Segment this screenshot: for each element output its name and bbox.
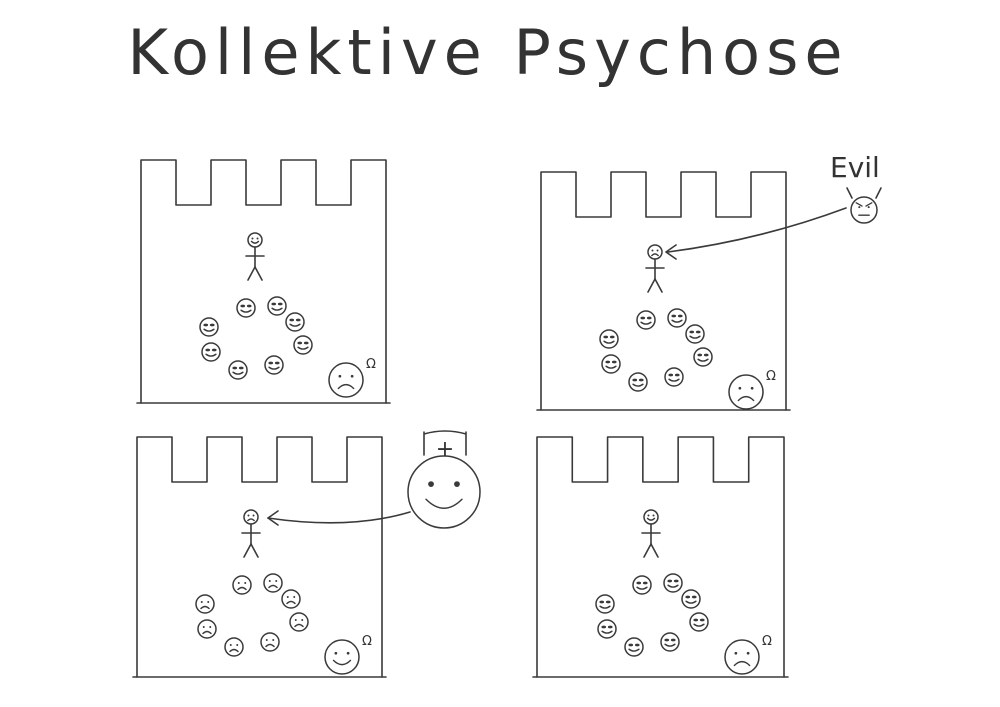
leader-figure xyxy=(645,244,665,293)
evil-face-icon xyxy=(850,196,878,224)
leader-head-icon xyxy=(247,232,263,248)
arrowhead xyxy=(267,510,279,526)
omega-label: Ω xyxy=(366,357,376,372)
panel-top-left: Ω xyxy=(136,159,391,404)
crowd-face-icon xyxy=(195,594,215,614)
crowd-face-icon xyxy=(681,589,701,609)
castle-top-right xyxy=(536,171,791,411)
crowd-face-icon xyxy=(197,619,217,639)
crowd-face-icon xyxy=(601,354,621,374)
crowd-face-icon xyxy=(232,575,252,595)
omega-label: Ω xyxy=(766,369,776,384)
crowd-face-icon xyxy=(201,342,221,362)
leader-figure xyxy=(641,509,661,558)
leader-figure xyxy=(245,232,265,281)
evil-horns xyxy=(846,187,882,199)
crowd-group xyxy=(599,308,713,392)
crowd-face-icon xyxy=(260,632,280,652)
leader-figure xyxy=(241,509,261,558)
plus-flag xyxy=(423,430,467,456)
crowd-face-icon xyxy=(636,310,656,330)
observer-face-icon xyxy=(324,639,360,675)
crowd-face-icon xyxy=(693,347,713,367)
crowd-face-icon xyxy=(667,308,687,328)
crowd-face-icon xyxy=(624,637,644,657)
observer-face-icon xyxy=(328,362,364,398)
crowd-group xyxy=(199,296,313,380)
crowd-group xyxy=(595,573,709,657)
panel-bottom-left: Ω+ xyxy=(132,430,481,678)
crowd-face-icon xyxy=(689,612,709,632)
influence-arrow xyxy=(267,511,411,524)
castle-bottom-left xyxy=(132,436,387,678)
castle-wall xyxy=(536,436,785,678)
castle-top-left xyxy=(136,159,391,404)
influence-arrow xyxy=(667,207,847,253)
castle-wall xyxy=(136,436,383,678)
castle-wall xyxy=(540,171,787,411)
panel-top-right: Ω Evil xyxy=(536,151,882,411)
crowd-face-icon xyxy=(228,360,248,380)
leader-head-icon xyxy=(647,244,663,260)
crowd-face-icon xyxy=(685,324,705,344)
crowd-group xyxy=(195,573,309,657)
crowd-face-icon xyxy=(595,594,615,614)
crowd-face-icon xyxy=(236,298,256,318)
crowd-face-icon xyxy=(293,335,313,355)
page-title: Kollektive Psychose xyxy=(127,16,848,89)
panel-bottom-right: Ω xyxy=(532,436,789,678)
crowd-face-icon xyxy=(632,575,652,595)
observer-face-icon xyxy=(728,374,764,410)
crowd-face-icon xyxy=(199,317,219,337)
plus-sign: + xyxy=(436,437,454,462)
crowd-face-icon xyxy=(628,372,648,392)
arrowhead xyxy=(665,244,677,260)
crowd-face-icon xyxy=(224,637,244,657)
crowd-face-icon xyxy=(660,632,680,652)
crowd-face-icon xyxy=(289,612,309,632)
plus-group: + xyxy=(267,430,481,529)
evil-label: Evil xyxy=(830,151,880,184)
omega-label: Ω xyxy=(362,634,372,649)
leader-head-icon xyxy=(243,509,259,525)
crowd-face-icon xyxy=(599,329,619,349)
omega-label: Ω xyxy=(762,634,772,649)
plus-face-icon xyxy=(407,455,481,529)
crowd-face-icon xyxy=(664,367,684,387)
crowd-face-icon xyxy=(663,573,683,593)
crowd-face-icon xyxy=(263,573,283,593)
crowd-face-icon xyxy=(285,312,305,332)
crowd-face-icon xyxy=(267,296,287,316)
crowd-face-icon xyxy=(597,619,617,639)
crowd-face-icon xyxy=(264,355,284,375)
observer-face-icon xyxy=(724,639,760,675)
castle-bottom-right xyxy=(532,436,789,678)
castle-wall xyxy=(140,159,387,404)
leader-head-icon xyxy=(643,509,659,525)
crowd-face-icon xyxy=(281,589,301,609)
evil-group: Evil xyxy=(665,151,882,260)
